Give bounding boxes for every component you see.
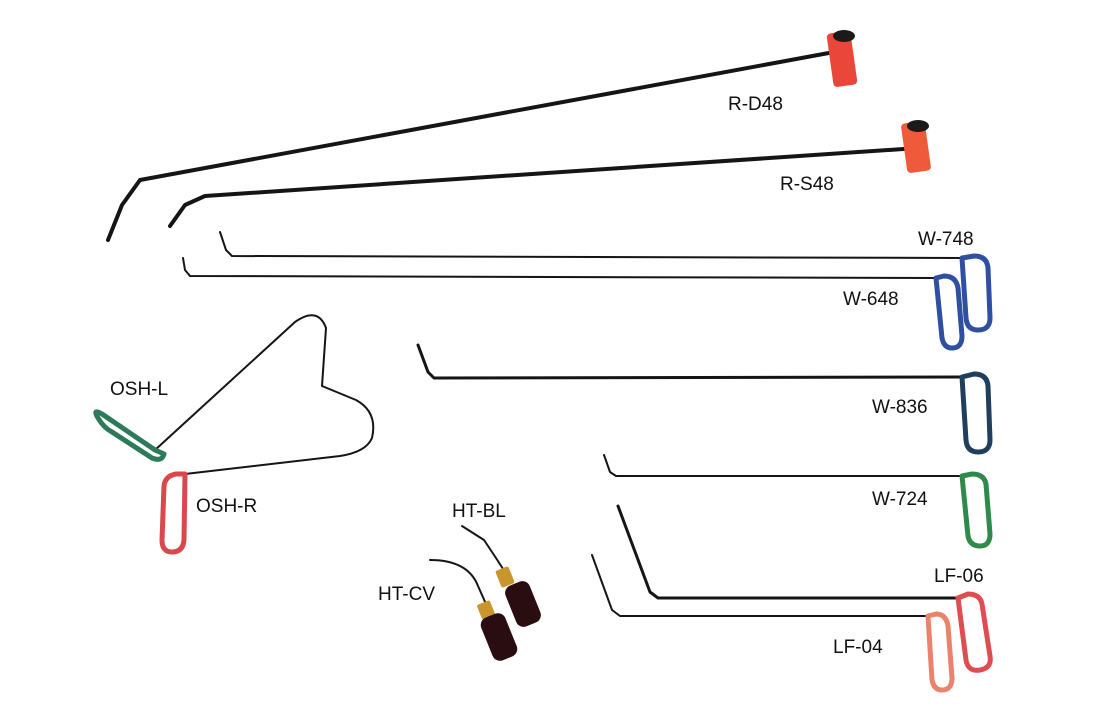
handle-lf-04 — [925, 611, 955, 693]
ferrule-ht-bl — [495, 566, 515, 588]
ferrule-ht-cv — [477, 600, 495, 620]
tool-lf-04: LF-04 — [591, 554, 955, 693]
label-ht-bl: HT-BL — [452, 501, 506, 522]
label-w-836: W-836 — [872, 397, 928, 418]
label-lf-06: LF-06 — [934, 566, 984, 587]
tool-w-648: W-648 — [182, 257, 965, 351]
tool-ht-bl: HT-BL — [452, 501, 541, 627]
tool-r-d48: R-D48 — [106, 30, 858, 242]
tool-w-748: W-748 — [219, 229, 993, 333]
tool-w-836: W-836 — [416, 343, 993, 455]
label-osh-r: OSH-R — [196, 496, 257, 517]
handle-osh-l — [93, 409, 167, 462]
handle-ht-cv — [480, 613, 518, 661]
handle-r-s48 — [901, 121, 931, 173]
tool-lf-06: LF-06 — [616, 504, 993, 673]
tool-ht-cv: HT-CV — [378, 559, 518, 661]
handle-cap-r-d48 — [833, 30, 855, 42]
handle-ht-bl — [505, 581, 541, 627]
label-ht-cv: HT-CV — [378, 584, 435, 605]
label-osh-l: OSH-L — [110, 379, 168, 400]
handle-cap-r-s48 — [907, 120, 929, 132]
handle-r-d48 — [826, 31, 858, 87]
label-r-s48: R-S48 — [780, 174, 834, 195]
handle-lf-06 — [955, 591, 993, 673]
tool-osh-r: OSH-R — [159, 471, 257, 555]
label-lf-04: LF-04 — [833, 637, 883, 658]
handle-osh-r — [159, 471, 188, 555]
handle-w-836 — [959, 371, 993, 455]
handle-w-748 — [959, 253, 993, 333]
label-r-d48: R-D48 — [728, 94, 783, 115]
handle-w-648 — [933, 273, 965, 351]
label-w-648: W-648 — [843, 289, 899, 310]
label-w-724: W-724 — [872, 489, 928, 510]
handle-w-724 — [959, 471, 993, 549]
label-w-748: W-748 — [918, 229, 974, 250]
tool-osh-l: OSH-L — [93, 314, 375, 475]
tool-r-s48: R-S48 — [168, 120, 931, 228]
tool-w-724: W-724 — [603, 454, 993, 549]
